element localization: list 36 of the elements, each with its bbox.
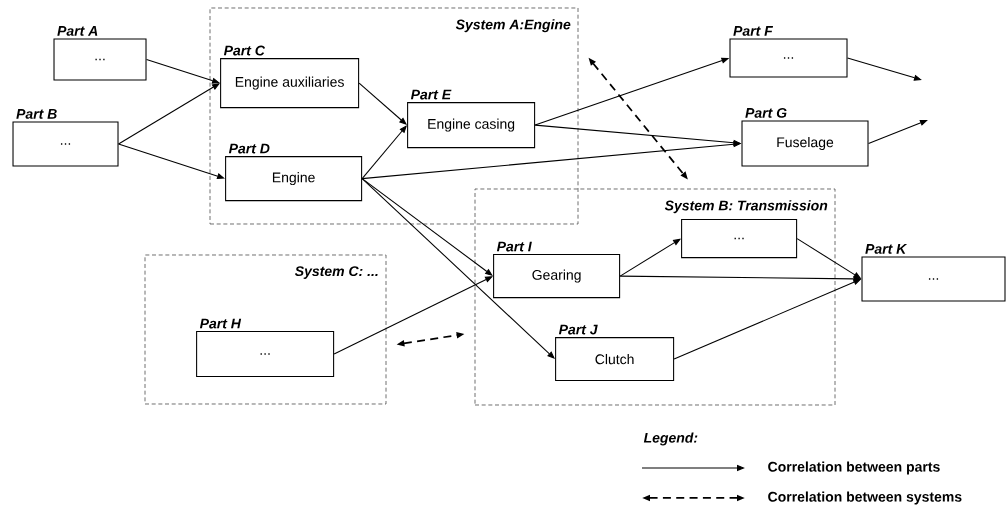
arrow xyxy=(333,276,493,355)
part-label: Part C xyxy=(223,45,266,56)
part-box: ... xyxy=(196,331,335,378)
part-label: Part I xyxy=(496,241,532,252)
legend-heading: Legend: xyxy=(643,432,698,446)
part-box: ... xyxy=(12,121,119,167)
system-label: System C: ... xyxy=(294,266,378,279)
part-box: ... xyxy=(729,38,848,78)
arrow xyxy=(118,83,220,145)
part-box: Engine casing xyxy=(407,102,536,149)
part-label: Part G xyxy=(745,107,787,118)
part-label: Part J xyxy=(558,324,598,335)
system-label: System A:Engine xyxy=(455,19,571,33)
arrow xyxy=(146,58,220,84)
legend-text: Correlation between systems xyxy=(768,491,962,505)
part-label: Part F xyxy=(733,26,773,36)
part-box: Engine xyxy=(225,156,363,202)
arrow xyxy=(619,238,681,277)
part-box: Gearing xyxy=(493,254,621,299)
part-label: Part D xyxy=(228,143,270,154)
part-label: Part K xyxy=(865,244,908,254)
part-box: Engine auxiliaries xyxy=(220,58,360,109)
part-label: Part A xyxy=(57,26,98,36)
part-label: Part B xyxy=(16,109,57,119)
part-box: Fuselage xyxy=(741,120,869,167)
part-box: ... xyxy=(861,256,1006,302)
part-box: ... xyxy=(53,38,147,81)
part-label: Part H xyxy=(199,318,242,329)
system-label: System B: Transmission xyxy=(664,200,828,214)
arrow xyxy=(118,143,225,180)
part-box: Clutch xyxy=(555,337,675,382)
arrow xyxy=(868,120,928,145)
part-label: Part E xyxy=(410,89,452,100)
part-box: ... xyxy=(681,219,798,259)
arrow xyxy=(847,57,922,81)
legend-text: Correlation between parts xyxy=(768,461,940,475)
